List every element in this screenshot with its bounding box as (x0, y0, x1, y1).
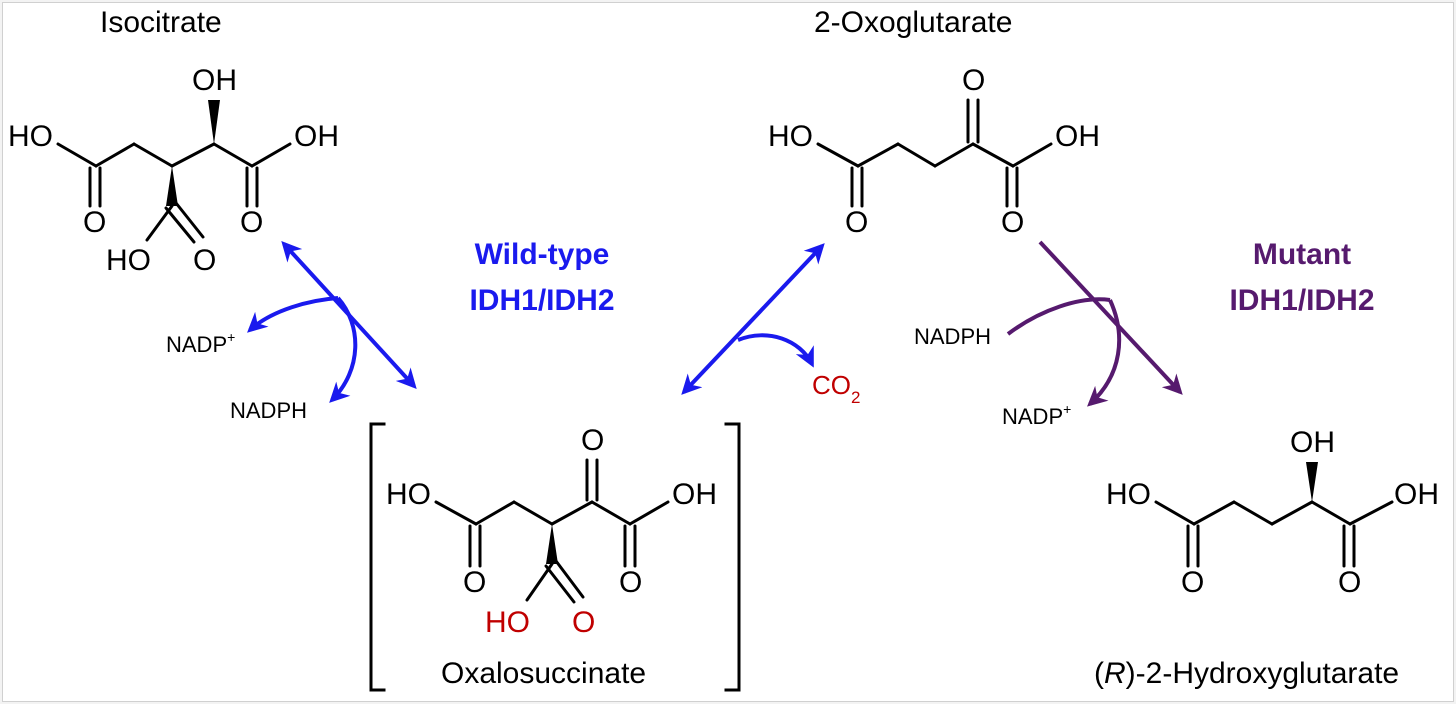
atom-oh: OH (1394, 478, 1439, 511)
co2-label: CO2 (812, 370, 860, 407)
nadp-out-arrow (1087, 299, 1122, 407)
nadp-plus-label: NADP+ (1002, 401, 1071, 429)
atom-o: O (619, 566, 642, 599)
nadph-label: NADPH (230, 398, 307, 423)
atom-oh: OH (294, 120, 339, 153)
mutant-enzyme-label: IDH1/IDH2 (1229, 284, 1374, 317)
mutant-arrows (1006, 240, 1183, 407)
nadph-in-curve (1006, 297, 1111, 336)
isocitrate-structure: Isocitrate OH HO OH O O HO O (8, 6, 339, 277)
oxalosuccinate-oxoglutarate-arrow (681, 243, 825, 395)
wild-type-arrows (247, 241, 825, 403)
atom-ho-highlight: HO (485, 606, 530, 639)
isocitrate-label: Isocitrate (100, 6, 222, 39)
wild-type-label: Wild-type (475, 238, 610, 271)
atom-o: O (962, 64, 985, 97)
atom-o: O (1338, 566, 1361, 599)
nadp-branch-arrow (247, 296, 339, 333)
co2-branch-arrow (737, 333, 814, 368)
atom-ho: HO (106, 244, 151, 277)
atom-o: O (193, 244, 216, 277)
oxoglutarate-label: 2-Oxoglutarate (814, 6, 1012, 39)
atom-oh: OH (1055, 120, 1100, 153)
atom-ho: HO (1106, 478, 1151, 511)
atom-ho: HO (386, 478, 431, 511)
atom-ho: HO (768, 120, 813, 153)
atom-o-highlight: O (572, 606, 595, 639)
wedge-bond (546, 524, 558, 564)
wedge-bond (208, 100, 220, 144)
hydroxyglutarate-structure: OH HO OH O O (R)-2-Hydroxyglutarate (1094, 426, 1439, 690)
mutant-label: Mutant (1253, 238, 1351, 271)
atom-o: O (240, 206, 263, 239)
atom-o: O (845, 206, 868, 239)
hydroxyglutarate-label: (R)-2-Hydroxyglutarate (1094, 657, 1399, 690)
atom-o: O (1181, 566, 1204, 599)
nadp-plus-label: NADP+ (166, 329, 235, 357)
nadph-branch-arrow (329, 296, 358, 403)
atom-oh: OH (672, 478, 717, 511)
oxalosuccinate-label: Oxalosuccinate (441, 657, 646, 690)
oxoglutarate-hydroxyglutarate-arrow (1038, 240, 1183, 395)
atom-o: O (83, 206, 106, 239)
atom-o: O (1001, 206, 1024, 239)
atom-o: O (581, 424, 604, 457)
atom-oh: OH (1290, 426, 1335, 459)
wild-type-enzyme-label: IDH1/IDH2 (469, 284, 614, 317)
atom-o: O (463, 566, 486, 599)
oxoglutarate-structure: 2-Oxoglutarate O HO OH O O (768, 6, 1100, 239)
atom-oh: OH (192, 64, 237, 97)
atom-ho: HO (8, 120, 53, 153)
nadph-label: NADPH (914, 324, 991, 349)
wedge-bond (166, 166, 178, 206)
wedge-bond (1306, 462, 1318, 502)
brackets (369, 422, 741, 692)
oxalosuccinate-structure: O HO OH O O HO O Oxalosuccinate (369, 422, 741, 692)
